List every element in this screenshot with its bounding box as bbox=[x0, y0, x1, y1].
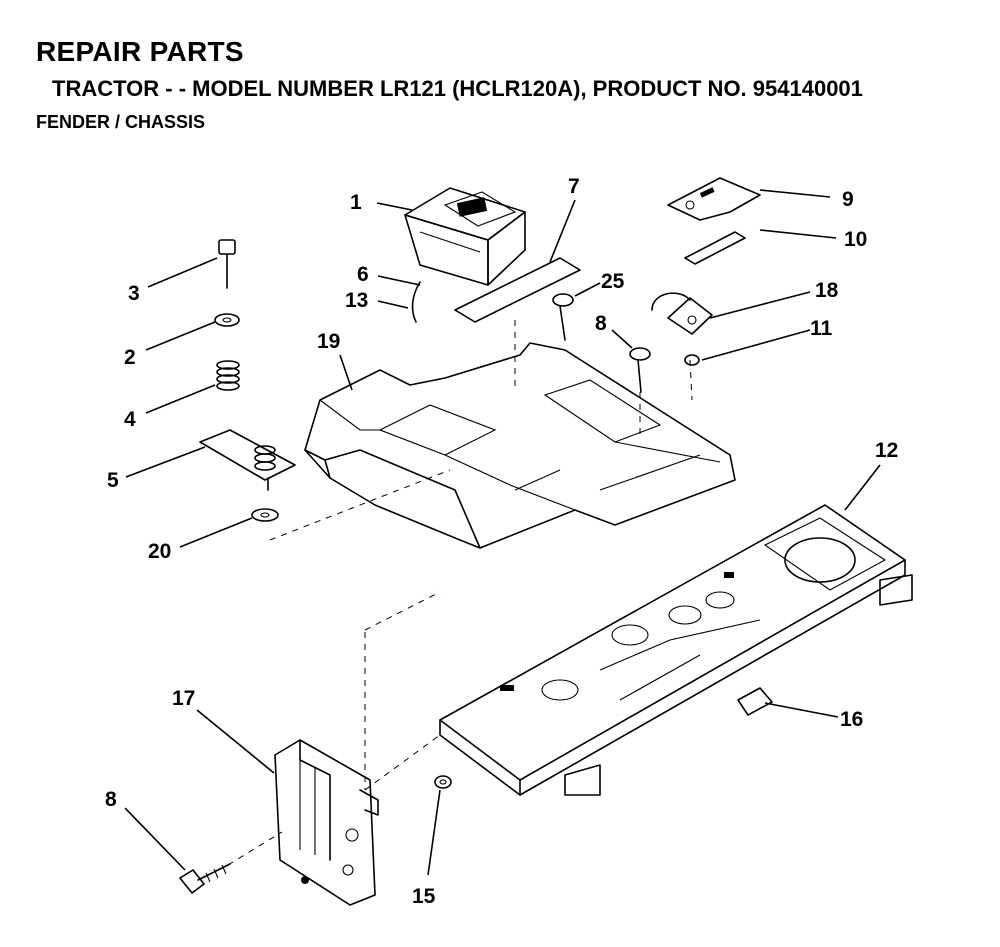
part-20-washer bbox=[251, 508, 279, 522]
alignment-lines bbox=[227, 320, 693, 866]
callout-8-upper: 8 bbox=[595, 312, 607, 335]
callout-2: 2 bbox=[124, 346, 136, 369]
callout-18: 18 bbox=[815, 279, 839, 302]
part-10-plate bbox=[684, 231, 746, 265]
callout-16: 16 bbox=[840, 708, 863, 731]
part-18-clamp bbox=[651, 292, 713, 335]
callout-4: 4 bbox=[124, 408, 136, 431]
callout-1: 1 bbox=[350, 191, 362, 214]
part-11-nut bbox=[684, 354, 700, 366]
part-4-spring bbox=[216, 360, 240, 391]
part-9-cover bbox=[667, 177, 761, 221]
part-12-chassis bbox=[439, 504, 913, 796]
callout-13: 13 bbox=[345, 289, 368, 312]
callout-9: 9 bbox=[842, 188, 854, 211]
leader-lines bbox=[124, 189, 881, 876]
callout-19: 19 bbox=[317, 330, 340, 353]
callout-5: 5 bbox=[107, 469, 119, 492]
part-17-front-bracket bbox=[274, 739, 379, 906]
callout-labels: 1 6 13 7 25 9 10 18 11 8 3 2 4 5 20 19 1… bbox=[105, 175, 898, 908]
section-label: FENDER / CHASSIS bbox=[36, 112, 206, 132]
callout-11: 11 bbox=[810, 317, 833, 340]
part-3-bolt bbox=[218, 239, 236, 289]
part-8-bolt-lower bbox=[179, 863, 231, 894]
part-7-pad bbox=[454, 257, 581, 323]
part-16-bracket bbox=[737, 687, 773, 716]
page-title: REPAIR PARTS bbox=[36, 36, 244, 67]
callout-15: 15 bbox=[412, 885, 436, 908]
callout-10: 10 bbox=[844, 228, 867, 251]
callout-20: 20 bbox=[148, 540, 171, 563]
part-19-fender bbox=[304, 342, 736, 549]
callout-17: 17 bbox=[172, 687, 195, 710]
callout-8-lower: 8 bbox=[105, 788, 117, 811]
callout-12: 12 bbox=[875, 439, 898, 462]
part-5-bracket bbox=[199, 429, 296, 491]
callout-25: 25 bbox=[601, 270, 625, 293]
part-2-washer bbox=[214, 313, 240, 327]
callout-6: 6 bbox=[357, 263, 369, 286]
part-1-control-box bbox=[404, 187, 526, 323]
part-25-bolt bbox=[552, 293, 574, 341]
part-15-nut bbox=[434, 775, 452, 789]
callout-7: 7 bbox=[568, 175, 580, 198]
model-subtitle: TRACTOR - - MODEL NUMBER LR121 (HCLR120A… bbox=[52, 76, 863, 101]
part-8-bolt-upper bbox=[629, 347, 651, 393]
callout-3: 3 bbox=[128, 282, 140, 305]
